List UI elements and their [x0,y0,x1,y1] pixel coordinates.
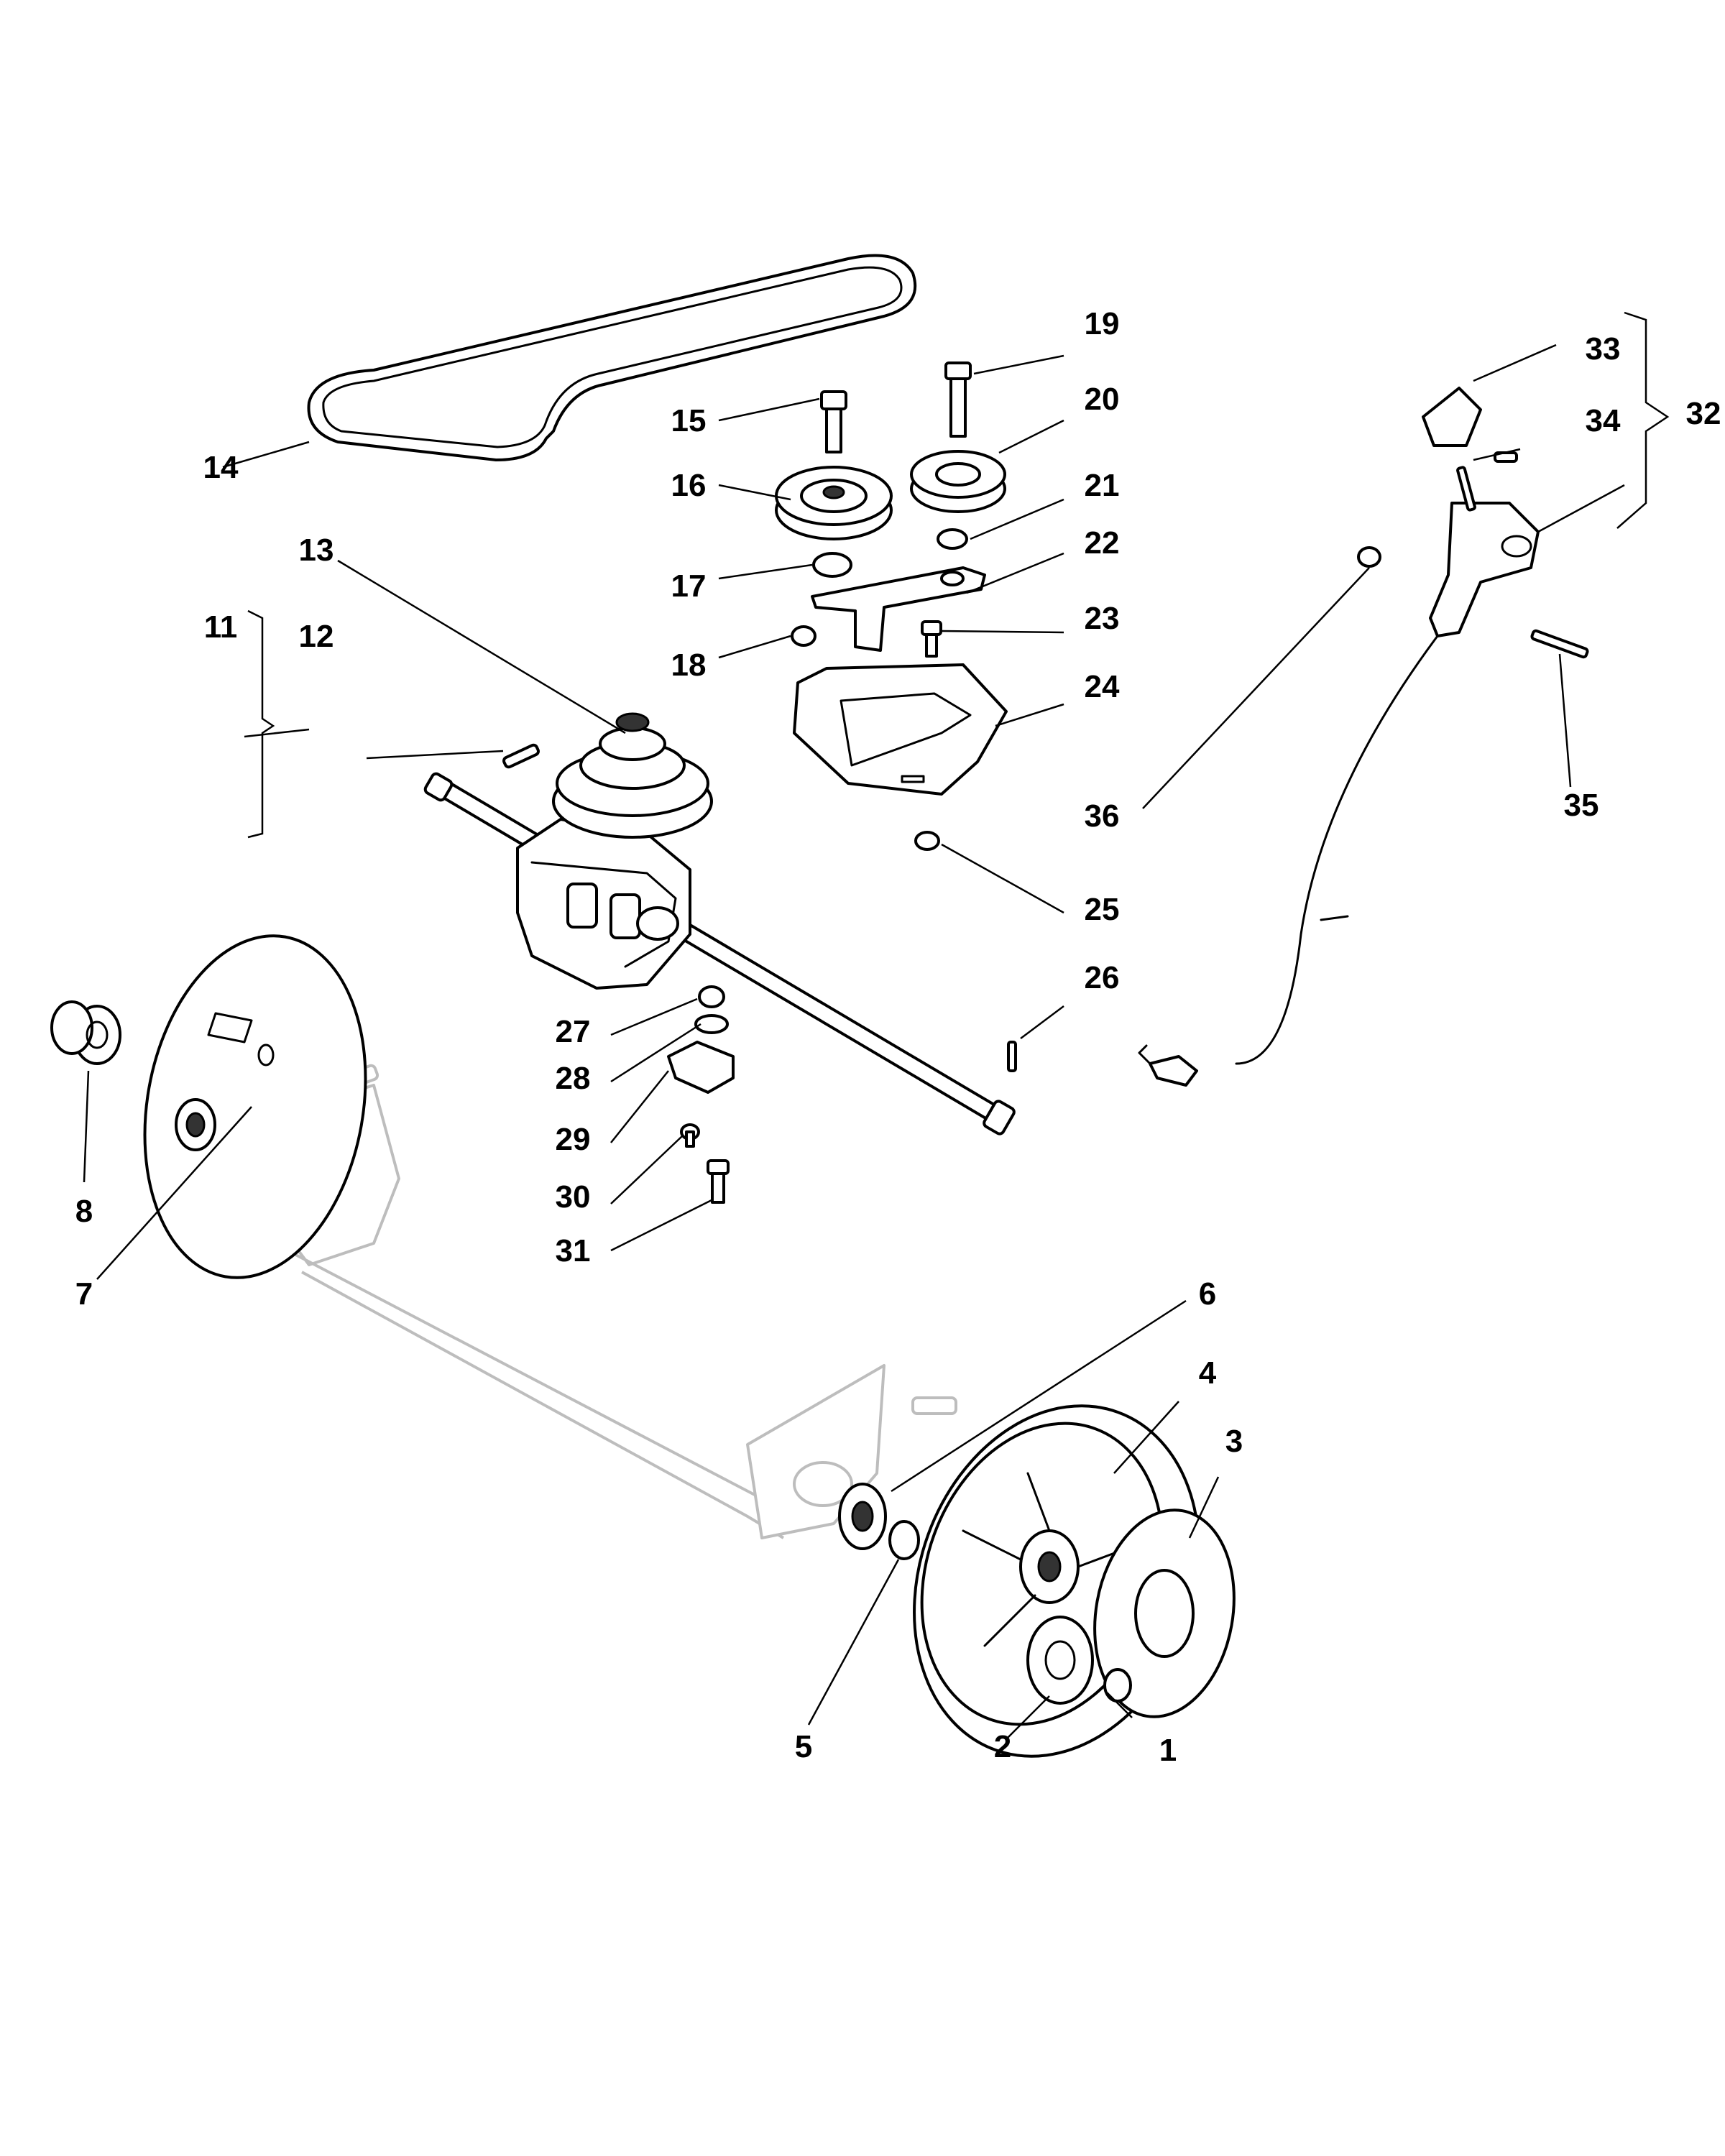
part-label-23: 23 [1085,601,1120,636]
part-label-30: 30 [556,1179,591,1215]
part-label-3: 3 [1225,1424,1243,1459]
part-label-21: 21 [1085,468,1120,503]
control-cable-lever [1138,387,1589,1087]
part-label-22: 22 [1085,525,1120,561]
right-wheel-drive [838,1404,1236,1758]
part-label-17: 17 [671,568,707,604]
left-hubcap [143,934,367,1279]
part-label-19: 19 [1085,306,1120,341]
part-label-11: 11 [204,609,238,645]
part-label-12: 12 [299,619,334,654]
mount-hardware-group [667,985,735,1204]
part-label-8: 8 [75,1194,93,1229]
drive-belt [307,254,917,461]
left-pinion [50,1000,121,1065]
part-label-7: 7 [75,1276,93,1312]
part-label-5: 5 [795,1729,812,1764]
part-label-34: 34 [1586,403,1621,438]
part-label-14: 14 [203,450,239,485]
part-label-27: 27 [556,1014,591,1049]
part-label-28: 28 [556,1061,591,1096]
part-label-25: 25 [1085,892,1120,927]
part-label-16: 16 [671,468,707,503]
part-labels: 1 2 3 4 5 6 7 8 11 12 13 14 15 16 17 18 … [75,306,1721,1768]
part-label-6: 6 [1199,1276,1216,1312]
part-label-4: 4 [1199,1355,1217,1391]
part-label-36: 36 [1085,798,1120,834]
part-label-32: 32 [1686,396,1721,431]
part-label-29: 29 [556,1122,591,1157]
part-label-2: 2 [994,1729,1011,1764]
part-label-31: 31 [556,1233,591,1268]
ghost-axle-frame [257,1064,957,1539]
part-label-20: 20 [1085,382,1120,417]
part-label-18: 18 [671,648,707,683]
leader-lines [83,311,1670,1740]
gearbox-assembly [423,712,1016,1135]
part-label-24: 24 [1085,669,1120,704]
part-label-33: 33 [1586,331,1621,367]
part-label-15: 15 [671,403,707,438]
idler-bracket-group [775,361,1017,1072]
part-label-1: 1 [1159,1733,1177,1768]
part-label-13: 13 [299,533,334,568]
part-label-26: 26 [1085,960,1120,995]
part-label-35: 35 [1564,788,1599,823]
